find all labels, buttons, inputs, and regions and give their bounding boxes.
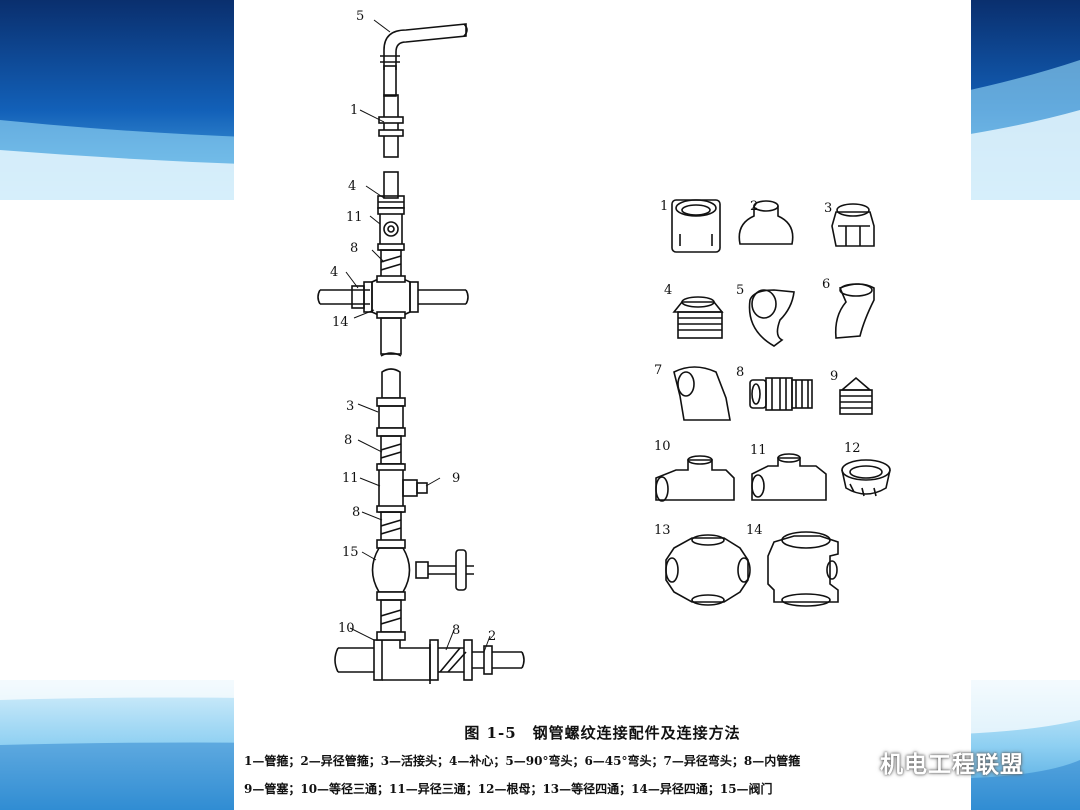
pipe-fittings-drawing: 5 1 4 11 8 4 14 3 8 11 9 8 15 10 8 2 1 2… xyxy=(317,9,891,684)
label-8c: 8 xyxy=(352,505,360,520)
fitting-12-locknut xyxy=(841,459,891,497)
svg-text:7: 7 xyxy=(654,363,662,378)
label-3: 3 xyxy=(346,399,354,414)
nipple-8-b xyxy=(380,435,402,465)
equal-tee-10 xyxy=(334,631,525,684)
fitting-4-bushing xyxy=(672,296,724,339)
left-assembly-labels: 5 1 4 11 8 4 14 3 8 11 9 8 15 10 8 2 xyxy=(330,9,496,644)
fitting-5-elbow-90 xyxy=(748,289,795,347)
label-9: 9 xyxy=(452,471,460,486)
svg-text:6: 6 xyxy=(822,277,830,292)
svg-text:1: 1 xyxy=(660,199,668,214)
leader-lines xyxy=(345,19,491,653)
label-4b: 4 xyxy=(330,265,338,280)
fitting-8-nipple xyxy=(749,377,813,411)
svg-text:4: 4 xyxy=(664,283,672,298)
pipe-bushing-4 xyxy=(377,171,405,209)
fitting-11-reducing-tee xyxy=(751,453,827,501)
svg-text:10: 10 xyxy=(654,439,671,454)
label-15: 15 xyxy=(342,545,359,560)
elbow-90-top xyxy=(380,23,468,97)
fitting-14-reducing-cross xyxy=(767,531,839,607)
fitting-labels: 1 2 3 4 5 6 7 8 9 10 11 12 13 14 xyxy=(654,199,861,538)
label-8b: 8 xyxy=(344,433,352,448)
fitting-3-union xyxy=(831,203,875,247)
chat-bubble-icon xyxy=(847,752,875,774)
fitting-2-reducer xyxy=(738,200,794,245)
label-8d: 8 xyxy=(452,623,460,638)
fitting-6-elbow-45 xyxy=(834,283,875,339)
svg-text:8: 8 xyxy=(736,365,744,380)
fitting-1-coupling xyxy=(671,199,721,253)
nipple-8-d xyxy=(380,599,402,633)
watermark-text: 机电工程联盟 xyxy=(880,752,1024,778)
label-11b: 11 xyxy=(342,471,359,486)
fitting-7-reducing-elbow xyxy=(673,366,731,421)
svg-text:12: 12 xyxy=(844,441,861,456)
nipple-8-a xyxy=(380,249,402,279)
lower-pipe-top xyxy=(381,368,401,399)
figure-page: 5 1 4 11 8 4 14 3 8 11 9 8 15 10 8 2 1 2… xyxy=(234,0,971,810)
label-1: 1 xyxy=(350,103,358,118)
reducing-tee-11-lower xyxy=(376,463,428,513)
svg-text:14: 14 xyxy=(746,523,763,538)
svg-text:11: 11 xyxy=(750,443,767,458)
label-4a: 4 xyxy=(348,179,356,194)
reducing-tee-11 xyxy=(377,207,405,251)
figure-legend-line-1: 1—管箍；2—异径管箍；3—活接头；4—补心；5—90°弯头；6—45°弯头；7… xyxy=(244,754,801,768)
fitting-10-equal-tee xyxy=(655,455,735,502)
label-2: 2 xyxy=(488,629,496,644)
figure-caption: 图 1-5 钢管螺纹连接配件及连接方法 xyxy=(464,724,741,742)
label-14: 14 xyxy=(332,315,349,330)
label-5: 5 xyxy=(356,9,364,24)
union-3 xyxy=(376,397,406,437)
nipple-8-c xyxy=(380,511,402,543)
figure-legend-line-2: 9—管塞；10—等径三通；11—异径三通；12—根母；13—等径四通；14—异径… xyxy=(244,782,773,796)
svg-text:5: 5 xyxy=(736,283,744,298)
label-10: 10 xyxy=(338,621,355,636)
label-11a: 11 xyxy=(346,210,363,225)
svg-text:3: 3 xyxy=(824,201,832,216)
svg-text:2: 2 xyxy=(750,199,758,214)
svg-text:13: 13 xyxy=(654,523,671,538)
svg-text:9: 9 xyxy=(830,369,838,384)
pipe-coupling-1 xyxy=(378,94,404,158)
reducing-cross-14 xyxy=(317,275,469,357)
valve-15 xyxy=(371,539,474,601)
label-8a: 8 xyxy=(350,241,358,256)
fitting-13-equal-cross xyxy=(665,534,751,606)
fitting-9-plug xyxy=(839,376,873,415)
